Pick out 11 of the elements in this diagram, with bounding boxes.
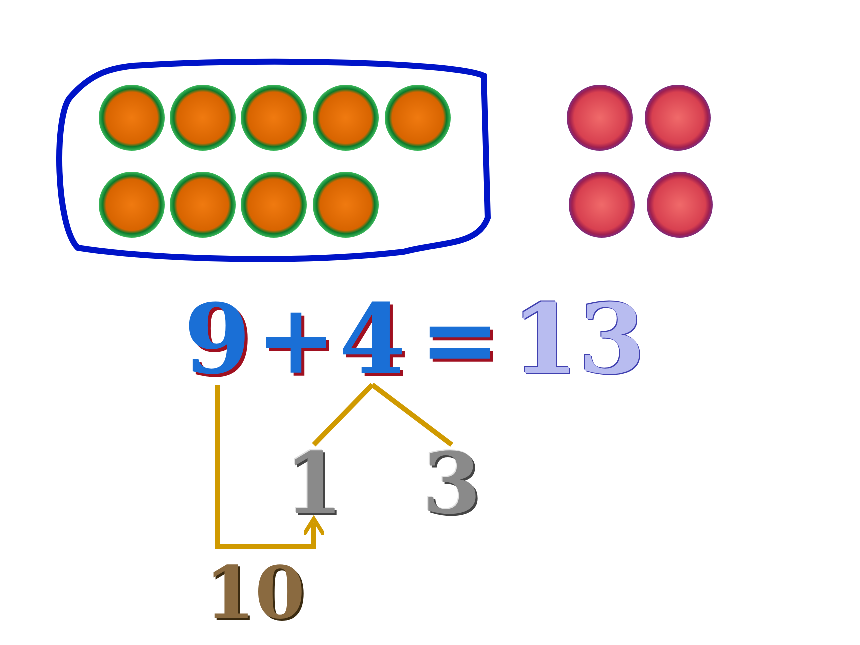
number: 13 [512,295,642,385]
number: 9 [180,295,255,385]
split-line [312,383,374,447]
number: 3 [420,445,484,523]
number: 4 [335,295,410,385]
number: 1 [282,445,346,523]
split-line [371,383,454,447]
edge-label: 10 [205,561,306,625]
plus-sign: + [256,295,334,385]
equals-sign: = [418,295,502,385]
arrow [215,385,326,550]
